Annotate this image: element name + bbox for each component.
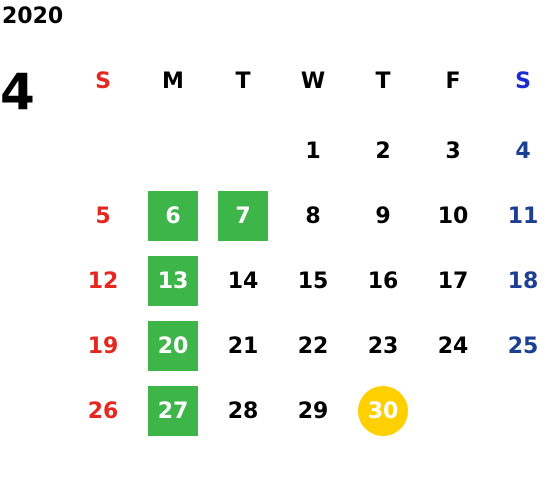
day-cell-18: 18 bbox=[507, 268, 539, 294]
day-cell-17: 17 bbox=[437, 268, 469, 294]
day-cell-5: 5 bbox=[95, 203, 111, 229]
weekday-friday: F bbox=[445, 68, 461, 94]
day-cell-9: 9 bbox=[375, 203, 391, 229]
day-cell-19: 19 bbox=[87, 333, 119, 359]
day-cell-22: 22 bbox=[297, 333, 329, 359]
day-cell-21: 21 bbox=[227, 333, 259, 359]
weekday-sunday: S bbox=[95, 68, 111, 94]
day-cell-13: 13 bbox=[148, 256, 198, 306]
day-cell-23: 23 bbox=[367, 333, 399, 359]
day-cell-30: 30 bbox=[358, 386, 408, 436]
day-cell-4: 4 bbox=[515, 138, 531, 164]
day-cell-26: 26 bbox=[87, 398, 119, 424]
weekday-saturday: S bbox=[515, 68, 531, 94]
day-cell-7: 7 bbox=[218, 191, 268, 241]
day-cell-12: 12 bbox=[87, 268, 119, 294]
day-cell-2: 2 bbox=[375, 138, 391, 164]
weekday-tuesday: T bbox=[235, 68, 251, 94]
day-cell-1: 1 bbox=[305, 138, 321, 164]
day-cell-10: 10 bbox=[437, 203, 469, 229]
weekday-thursday: T bbox=[375, 68, 391, 94]
weekday-monday: M bbox=[162, 68, 184, 94]
day-cell-25: 25 bbox=[507, 333, 539, 359]
day-cell-3: 3 bbox=[445, 138, 461, 164]
day-cell-24: 24 bbox=[437, 333, 469, 359]
day-cell-27: 27 bbox=[148, 386, 198, 436]
day-cell-11: 11 bbox=[507, 203, 539, 229]
day-cell-15: 15 bbox=[297, 268, 329, 294]
day-cell-14: 14 bbox=[227, 268, 259, 294]
day-cell-6: 6 bbox=[148, 191, 198, 241]
year-label: 2020 bbox=[2, 4, 64, 29]
day-cell-16: 16 bbox=[367, 268, 399, 294]
day-cell-29: 29 bbox=[297, 398, 329, 424]
month-label: 4 bbox=[0, 63, 35, 121]
day-cell-20: 20 bbox=[148, 321, 198, 371]
day-cell-8: 8 bbox=[305, 203, 321, 229]
day-cell-28: 28 bbox=[227, 398, 259, 424]
weekday-wednesday: W bbox=[300, 68, 326, 94]
